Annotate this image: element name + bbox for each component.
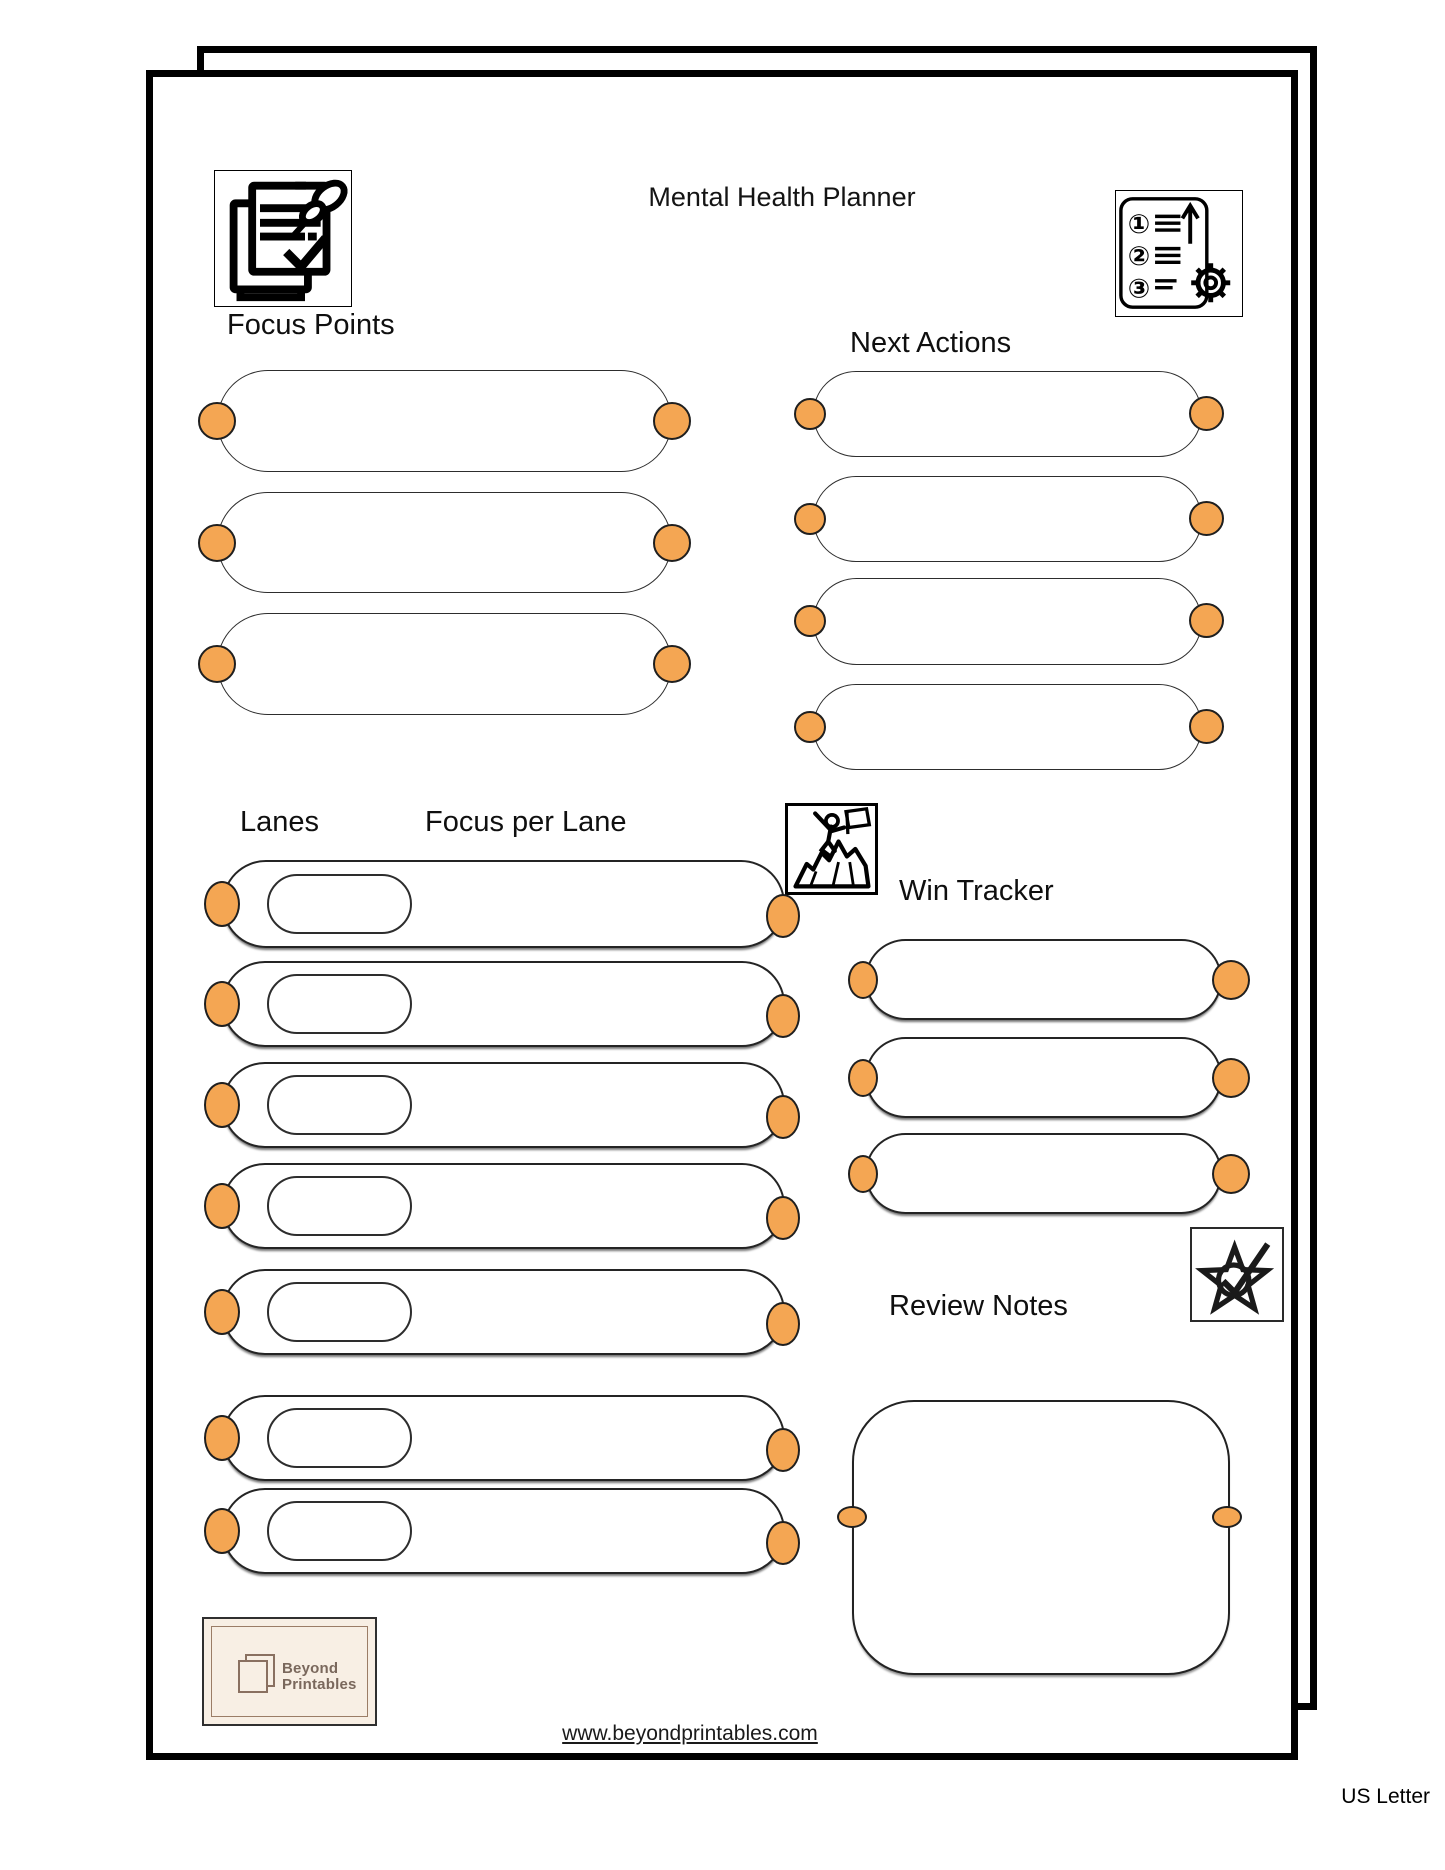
connector-dot xyxy=(198,402,236,440)
next-action-slot[interactable] xyxy=(813,684,1202,770)
lane-name-slot[interactable] xyxy=(267,1176,412,1236)
connector-dot xyxy=(1189,603,1224,638)
brand-name-line1: Beyond xyxy=(282,1660,339,1677)
next-action-slot[interactable] xyxy=(813,371,1202,457)
lane-name-slot[interactable] xyxy=(267,1501,412,1561)
win-tracker-slot[interactable] xyxy=(865,1133,1222,1214)
lane-name-slot[interactable] xyxy=(267,874,412,934)
focus-point-slot[interactable] xyxy=(217,613,672,715)
svg-text:①: ① xyxy=(1128,210,1150,240)
lane-name-slot[interactable] xyxy=(267,1408,412,1468)
lane-name-slot[interactable] xyxy=(267,1075,412,1135)
star-check-icon xyxy=(1190,1227,1284,1322)
connector-dot xyxy=(204,1183,240,1229)
brand-name-line2: Printables xyxy=(282,1676,357,1693)
focus-point-slot[interactable] xyxy=(217,370,672,472)
next-action-slot[interactable] xyxy=(813,578,1202,665)
paper-size-label: US Letter xyxy=(1341,1785,1430,1808)
pinned-notes-icon xyxy=(214,170,352,307)
connector-dot xyxy=(204,1289,240,1335)
win-tracker-slot[interactable] xyxy=(865,1037,1222,1118)
connector-dot xyxy=(653,645,691,683)
connector-dot xyxy=(794,398,826,430)
connector-dot xyxy=(766,894,800,938)
connector-dot xyxy=(1212,1058,1250,1098)
numbered-steps-gear-icon: ① ② ③ xyxy=(1115,190,1243,317)
lane-name-slot[interactable] xyxy=(267,974,412,1034)
focus-points-heading: Focus Points xyxy=(227,309,395,341)
connector-dot xyxy=(1212,1154,1250,1194)
connector-dot xyxy=(653,524,691,562)
connector-dot xyxy=(766,1095,800,1139)
stacked-pages-icon xyxy=(238,1654,275,1693)
connector-dot xyxy=(1212,1506,1242,1528)
next-action-slot[interactable] xyxy=(813,476,1202,562)
brand-name: Beyond Printables xyxy=(282,1661,357,1693)
connector-dot xyxy=(204,1415,240,1461)
connector-dot xyxy=(848,1059,878,1097)
connector-dot xyxy=(204,1508,240,1554)
connector-dot xyxy=(766,1521,800,1565)
connector-dot xyxy=(198,645,236,683)
connector-dot xyxy=(794,503,826,535)
connector-dot xyxy=(1212,960,1250,1000)
win-tracker-slot[interactable] xyxy=(865,939,1222,1020)
connector-dot xyxy=(204,1082,240,1128)
svg-text:②: ② xyxy=(1128,242,1150,272)
connector-dot xyxy=(204,981,240,1027)
connector-dot xyxy=(848,961,878,999)
connector-dot xyxy=(204,881,240,927)
connector-dot xyxy=(837,1506,867,1528)
connector-dot xyxy=(848,1155,878,1193)
next-actions-heading: Next Actions xyxy=(850,327,1012,359)
connector-dot xyxy=(1189,396,1224,431)
focus-per-lane-heading: Focus per Lane xyxy=(425,806,627,838)
connector-dot xyxy=(766,1302,800,1346)
connector-dot xyxy=(794,605,826,637)
connector-dot xyxy=(766,994,800,1038)
win-tracker-heading: Win Tracker xyxy=(899,875,1054,907)
review-notes-heading: Review Notes xyxy=(889,1290,1068,1322)
connector-dot xyxy=(1189,501,1224,536)
page-title: Mental Health Planner xyxy=(648,182,916,212)
review-notes-area[interactable] xyxy=(852,1400,1230,1675)
logo-inner-frame xyxy=(211,1626,368,1717)
connector-dot xyxy=(1189,709,1224,744)
connector-dot xyxy=(198,524,236,562)
connector-dot xyxy=(653,402,691,440)
connector-dot xyxy=(766,1428,800,1472)
connector-dot xyxy=(766,1196,800,1240)
lane-name-slot[interactable] xyxy=(267,1282,412,1342)
website-link[interactable]: www.beyondprintables.com xyxy=(562,1722,818,1745)
connector-dot xyxy=(794,711,826,743)
lanes-heading: Lanes xyxy=(240,806,320,838)
mountain-climber-flag-icon xyxy=(785,803,878,895)
focus-point-slot[interactable] xyxy=(217,492,672,593)
svg-text:③: ③ xyxy=(1128,274,1150,304)
brand-logo: Beyond Printables xyxy=(202,1617,377,1726)
